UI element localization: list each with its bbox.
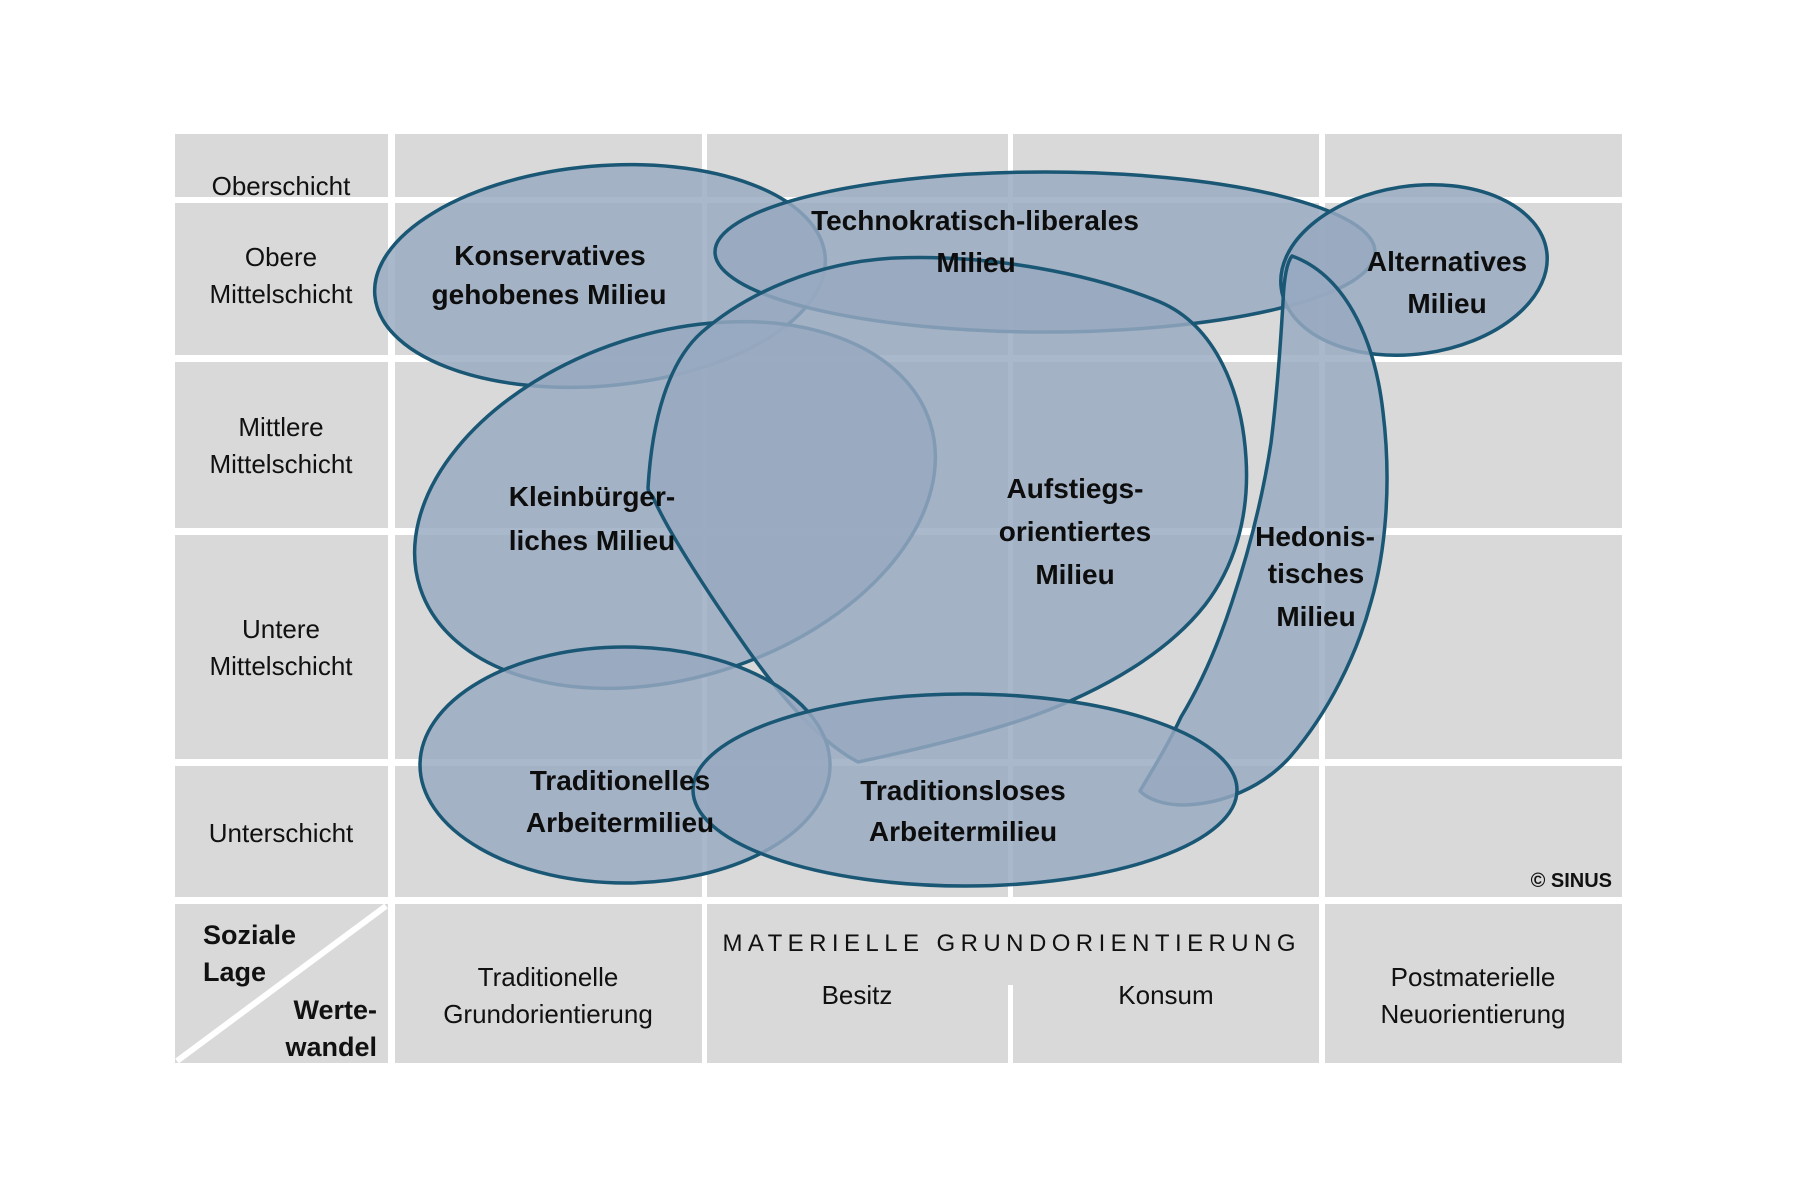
stratum-label-oberschicht: Oberschicht [212,171,351,201]
axis-header-materielle-grundorientierung: MATERIELLE GRUNDORIENTIERUNG [723,930,1298,957]
axis-label-postmaterielle: Postmaterielle [1391,962,1556,992]
stratum-label-untere-mittelschicht: Mittelschicht [209,651,353,681]
grid-cell [175,203,388,355]
grid-cell [1325,904,1622,1063]
axis-label-traditionelle: Grundorientierung [443,999,653,1029]
grid-cell [175,362,388,528]
milieu-shape-traditionsloses-arbeitermilieu [691,692,1239,888]
axis-label-konsum: Konsum [1118,980,1213,1010]
corner-label-wertewandel: wandel [284,1032,377,1062]
stratum-label-obere-mittelschicht: Obere [245,242,317,272]
value-orientation-labels: Traditionelle Grundorientierung MATERIEL… [443,930,1565,1029]
milieu-label: Traditionsloses [860,775,1065,806]
sinus-copyright: © SINUS [1531,870,1612,892]
milieu-label: Kleinbürger- [509,481,675,512]
milieu-label: Aufstiegs- [1007,473,1144,504]
corner-label-soziale-lage: Soziale [203,920,296,950]
milieu-label: Traditionelles [530,765,711,796]
stratum-label-mittlere-mittelschicht: Mittelschicht [209,449,353,479]
milieu-label: tisches [1268,558,1365,589]
milieu-label: Milieu [1276,601,1355,632]
grid-cell [175,134,388,197]
milieu-labels: Konservatives gehobenes Milieu Technokra… [432,205,1528,847]
stratum-label-unterschicht: Unterschicht [209,818,354,848]
milieu-label: Arbeitermilieu [869,816,1057,847]
grid-cell [1325,766,1622,897]
milieu-label: Milieu [1035,559,1114,590]
stratum-label-untere-mittelschicht: Untere [242,614,320,644]
corner-diagonal-divider [175,903,388,1064]
corner-label-soziale-lage: Lage [203,957,266,987]
axis-label-traditionelle: Traditionelle [478,962,619,992]
milieu-label: gehobenes Milieu [432,279,667,310]
grid-cell [1325,134,1622,197]
corner-labels: Soziale Lage Werte- wandel [203,920,377,1062]
grid-cell [175,535,388,759]
milieu-label: Milieu [936,247,1015,278]
milieu-label: Technokratisch-liberales [811,205,1139,236]
milieu-label: Konservatives [454,240,645,271]
milieu-label: Alternatives [1367,246,1527,277]
milieu-label: Arbeitermilieu [526,807,714,838]
grid-cell [175,766,388,897]
axis-label-besitz: Besitz [822,980,893,1010]
besitz-konsum-divider [1008,985,1013,1063]
axis-label-postmaterielle: Neuorientierung [1380,999,1565,1029]
stratum-label-obere-mittelschicht: Mittelschicht [209,279,353,309]
milieu-label: liches Milieu [509,525,676,556]
social-strata-labels: Oberschicht Obere Mittelschicht Mittlere… [209,171,354,848]
milieu-label: Milieu [1407,288,1486,319]
grid-cell [395,904,702,1063]
corner-label-wertewandel: Werte- [293,995,377,1025]
milieu-shapes [372,162,1549,888]
milieu-label: orientiertes [999,516,1152,547]
milieu-shape-aufstiegsorientiertes [646,255,1249,764]
milieu-label: Hedonis- [1255,521,1375,552]
stratum-label-mittlere-mittelschicht: Mittlere [238,412,323,442]
